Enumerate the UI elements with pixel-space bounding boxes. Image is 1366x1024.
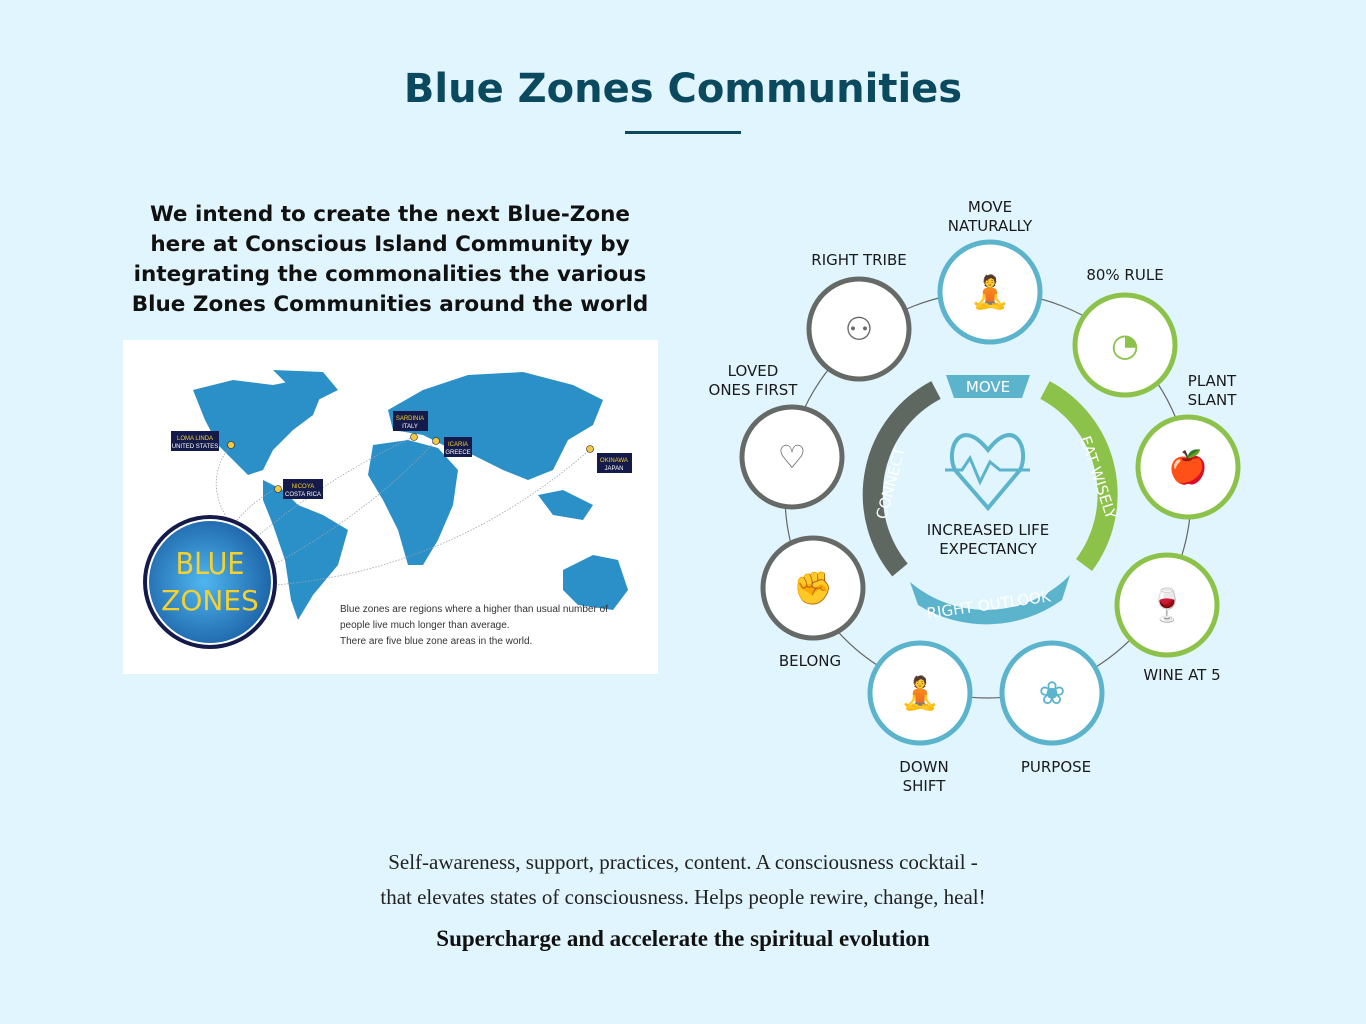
power9-item-label: WINE AT 5 [1143,666,1220,684]
heart-hands-icon: ♡ [778,438,807,476]
svg-text:ICARIA: ICARIA [448,442,468,448]
power9-item-label: LOVED [728,362,779,380]
footer-line: that elevates states of consciousness. H… [380,885,986,909]
power9-item-label: 80% RULE [1086,266,1163,284]
footer-description: Self-awareness, support, practices, cont… [0,845,1366,915]
power9-item: ◔ 80% RULE [1072,266,1178,398]
blue-zones-badge: BLUE ZONES [143,515,277,649]
location-tag-sardinia: SARDINIA ITALY [393,411,428,431]
pie-slice-icon: ◔ [1111,326,1139,364]
center-label: EXPECTANCY [939,540,1037,558]
connect-arc [862,381,941,577]
location-tag-icaria: ICARIA GREECE [444,437,472,457]
meditation-icon: 🧘 [900,674,940,712]
footer-tagline: Supercharge and accelerate the spiritual… [436,926,930,951]
eat-wisely-arc [1040,381,1118,571]
power9-item: 🍷 WINE AT 5 [1114,552,1221,684]
power9-item-label: RIGHT TRIBE [811,251,906,269]
center-label: INCREASED LIFE [927,521,1049,539]
title-divider [625,131,741,134]
footer-line: Self-awareness, support, practices, cont… [388,850,978,874]
fist-bump-icon: ✊ [793,569,833,607]
location-tag-loma-linda: LOMA LINDA UNITED STATES [171,431,219,451]
svg-text:NICOYA: NICOYA [292,484,315,490]
heart-pulse-icon [949,433,1026,512]
svg-text:JAPAN: JAPAN [605,466,624,472]
svg-text:BLUE: BLUE [176,547,245,582]
power9-item-label: SLANT [1188,391,1238,409]
intro-line: integrating the commonalities the variou… [133,262,647,287]
power9-item-label: DOWN [899,758,948,776]
wine-grapes-icon: 🍷 [1147,586,1187,624]
svg-text:OKINAWA: OKINAWA [600,458,628,464]
power9-item-label: PLANT [1188,372,1237,390]
svg-text:Blue zones are regions where a: Blue zones are regions where a higher th… [340,604,608,615]
svg-text:COSTA RICA: COSTA RICA [285,492,321,498]
power9-item-label: MOVE [968,198,1012,216]
lotus-icon: ❀ [1039,674,1066,712]
power9-diagram: CONNECT EAT WISELY MOVE RIGHT OUTLOOK IN… [700,190,1260,800]
blue-zones-world-map: LOMA LINDA UNITED STATES NICOYA COSTA RI… [123,340,658,674]
move-tab [946,375,1030,398]
svg-text:ZONES: ZONES [161,584,259,617]
yoga-stretch-icon: 🧘 [970,273,1010,311]
power9-item: ❀ PURPOSE [999,640,1105,776]
juice-apple-icon: 🍎 [1168,448,1208,486]
svg-text:GREECE: GREECE [445,450,470,456]
map-caption: Blue zones are regions where a higher th… [340,604,608,647]
group-circle-icon: ⚇ [845,310,874,348]
power9-item-label: BELONG [779,652,841,670]
svg-text:SARDINIA: SARDINIA [396,416,424,422]
svg-text:people live much longer than a: people live much longer than average. [340,620,510,631]
power9-item-label: NATURALLY [948,217,1033,235]
move-tab-label: MOVE [966,378,1010,396]
power9-item: ⚇ RIGHT TRIBE [806,251,912,382]
intro-line: We intend to create the next Blue-Zone [149,202,631,227]
location-tag-okinawa: OKINAWA JAPAN [597,453,632,473]
svg-text:ITALY: ITALY [402,424,418,430]
intro-line: here at Conscious Island Community by [150,232,630,257]
power9-item-label: ONES FIRST [709,381,799,399]
power9-item-label: PURPOSE [1021,758,1091,776]
page-title: Blue Zones Communities [403,66,963,112]
location-tag-nicoya: NICOYA COSTA RICA [283,479,323,499]
power9-item-label: SHIFT [903,777,947,795]
power9-item: ✊ BELONG [760,535,866,670]
right-outlook-tab [910,575,1070,625]
svg-text:LOMA LINDA: LOMA LINDA [177,436,213,442]
svg-text:There are five blue zone areas: There are five blue zone areas in the wo… [340,636,532,647]
intro-line: Blue Zones Communities around the world [131,292,649,317]
intro-text: We intend to create the next Blue-Zone h… [120,200,660,320]
svg-text:UNITED STATES: UNITED STATES [172,444,218,450]
